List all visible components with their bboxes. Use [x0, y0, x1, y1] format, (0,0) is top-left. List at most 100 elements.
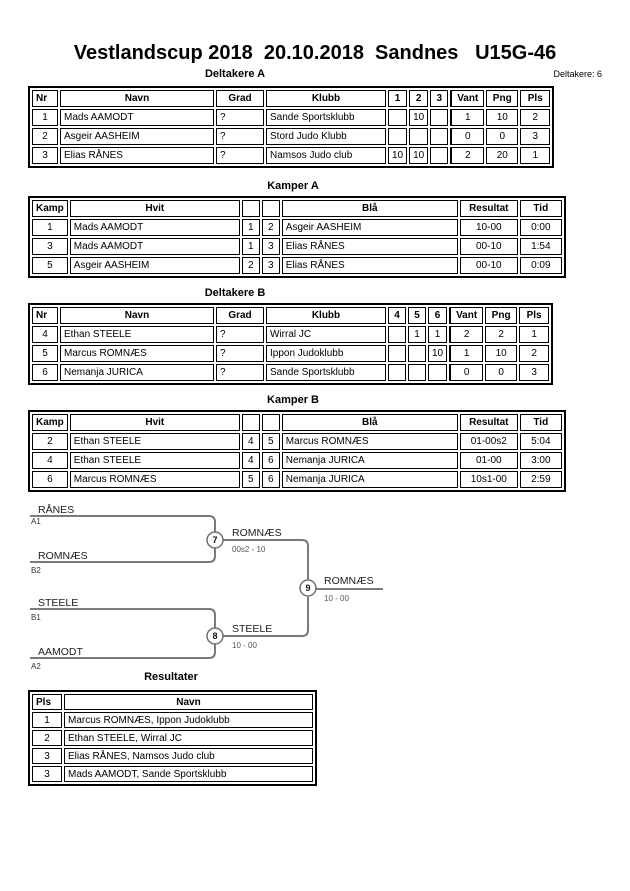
bracket-score: 10 - 00	[232, 641, 257, 650]
cell: 2	[261, 219, 280, 236]
cell: Elias RÅNES	[281, 238, 458, 255]
cell: 0:09	[519, 257, 562, 274]
table-row: 3 Mads AAMODT 1 3 Elias RÅNES 00-10 1:54	[32, 238, 562, 255]
bracket-line	[223, 539, 309, 579]
cell: 2:59	[519, 471, 562, 488]
deltakere-a-heading: Deltakere A	[204, 68, 266, 80]
cell: Marcus ROMNÆS	[60, 345, 214, 362]
cell: 10	[428, 345, 448, 362]
cell: 5	[32, 345, 58, 362]
cell: 3	[32, 748, 62, 764]
header-row: Nr Navn Grad Klubb 1 2 3 Vant Png Pls	[32, 90, 551, 107]
cell: Elias RÅNES	[281, 257, 458, 274]
header-cell: 6	[428, 307, 448, 324]
cell: 0	[449, 364, 484, 381]
cell: Asgeir AASHEIM	[69, 257, 240, 274]
bracket-player: ROMNÆS	[38, 550, 88, 562]
cell: 6	[261, 471, 280, 488]
cell: 4	[32, 326, 58, 343]
header-cell: Png	[485, 307, 518, 324]
header-cell: Resultat	[459, 200, 518, 217]
cell: 10	[409, 109, 429, 126]
header-cell: Pls	[32, 694, 62, 710]
cell: Marcus ROMNÆS	[69, 471, 240, 488]
bracket-player: RÅNES	[38, 503, 74, 516]
bracket-line	[30, 515, 216, 532]
elimination-bracket: 7 8 9 RÅNES A1 ROMNÆS B2 ROMNÆS 00s2 - 1…	[30, 503, 383, 671]
cell	[430, 109, 449, 126]
cell: Ethan STEELE	[60, 326, 214, 343]
cell	[388, 364, 406, 381]
match-number: 7	[212, 535, 217, 545]
bracket-line	[30, 644, 216, 659]
header-cell: Nr	[32, 90, 58, 107]
cell: 1	[428, 326, 448, 343]
header-cell: Hvit	[69, 200, 240, 217]
cell: 1	[450, 109, 485, 126]
bracket-score: 00s2 - 10	[232, 545, 266, 554]
cell: Stord Judo Klubb	[266, 128, 386, 145]
cell: 1	[520, 147, 551, 164]
cell: Ethan STEELE	[69, 452, 240, 469]
cell: 1	[408, 326, 426, 343]
table-row: 6 Marcus ROMNÆS 5 6 Nemanja JURICA 10s1-…	[32, 471, 562, 488]
cell: 5	[241, 471, 260, 488]
header-row: Kamp Hvit Blå Resultat Tid	[32, 200, 562, 217]
header-cell: Pls	[520, 90, 551, 107]
header-cell	[241, 200, 260, 217]
cell	[388, 326, 406, 343]
cell: ?	[216, 345, 264, 362]
bracket-line	[223, 597, 309, 637]
header-cell: Kamp	[32, 200, 68, 217]
cell: 2	[32, 730, 62, 746]
header-cell: Grad	[216, 90, 264, 107]
bracket-seed: A1	[31, 517, 41, 526]
cell: Mads AAMODT	[69, 219, 240, 236]
cell: Nemanja JURICA	[281, 452, 458, 469]
cell: 3	[520, 128, 551, 145]
cell: 4	[32, 452, 68, 469]
cell: 10	[409, 147, 429, 164]
deltakere-b-table: Nr Navn Grad Klubb 4 5 6 Vant Png Pls 4 …	[28, 303, 554, 385]
header-cell: Resultat	[459, 414, 518, 431]
deltakere-a-table: Nr Navn Grad Klubb 1 2 3 Vant Png Pls 1 …	[28, 86, 555, 168]
cell	[430, 128, 449, 145]
cell: ?	[216, 109, 264, 126]
cell: 1:54	[519, 238, 562, 255]
bracket-seed: B1	[31, 613, 41, 622]
table-row: 1 Marcus ROMNÆS, Ippon Judoklubb	[32, 712, 313, 728]
table-row: 1 Mads AAMODT 1 2 Asgeir AASHEIM 10-00 0…	[32, 219, 562, 236]
cell: 6	[261, 452, 280, 469]
cell	[409, 128, 429, 145]
cell: Namsos Judo club	[266, 147, 386, 164]
cell: 1	[519, 326, 550, 343]
cell: 01-00s2	[459, 433, 518, 450]
cell: 10-00	[459, 219, 518, 236]
cell: 0	[485, 364, 518, 381]
header-cell: Grad	[216, 307, 264, 324]
cell: 01-00	[459, 452, 518, 469]
match-number: 9	[305, 583, 310, 593]
cell: 5	[32, 257, 68, 274]
header-cell: Navn	[60, 307, 214, 324]
cell	[388, 109, 408, 126]
cell: Elias RÅNES, Namsos Judo club	[64, 748, 313, 764]
bracket-seed: A2	[31, 662, 41, 671]
bracket-line	[30, 548, 216, 563]
header-cell	[261, 414, 280, 431]
cell: 2	[241, 257, 260, 274]
cell: 4	[241, 433, 260, 450]
cell: 2	[32, 433, 68, 450]
cell: 00-10	[459, 257, 518, 274]
page-title: Vestlandscup 2018 20.10.2018 Sandnes U15…	[73, 42, 557, 64]
cell: Ethan STEELE, Wirral JC	[64, 730, 313, 746]
cell	[428, 364, 448, 381]
cell: 10	[485, 345, 518, 362]
cell: 3	[519, 364, 550, 381]
cell: 10	[388, 147, 408, 164]
table-row: 4 Ethan STEELE 4 6 Nemanja JURICA 01-00 …	[32, 452, 562, 469]
header-cell: Vant	[450, 90, 485, 107]
cell: Nemanja JURICA	[281, 471, 458, 488]
table-row: 5 Marcus ROMNÆS ? Ippon Judoklubb 10 1 1…	[32, 345, 550, 362]
cell: Asgeir AASHEIM	[281, 219, 458, 236]
